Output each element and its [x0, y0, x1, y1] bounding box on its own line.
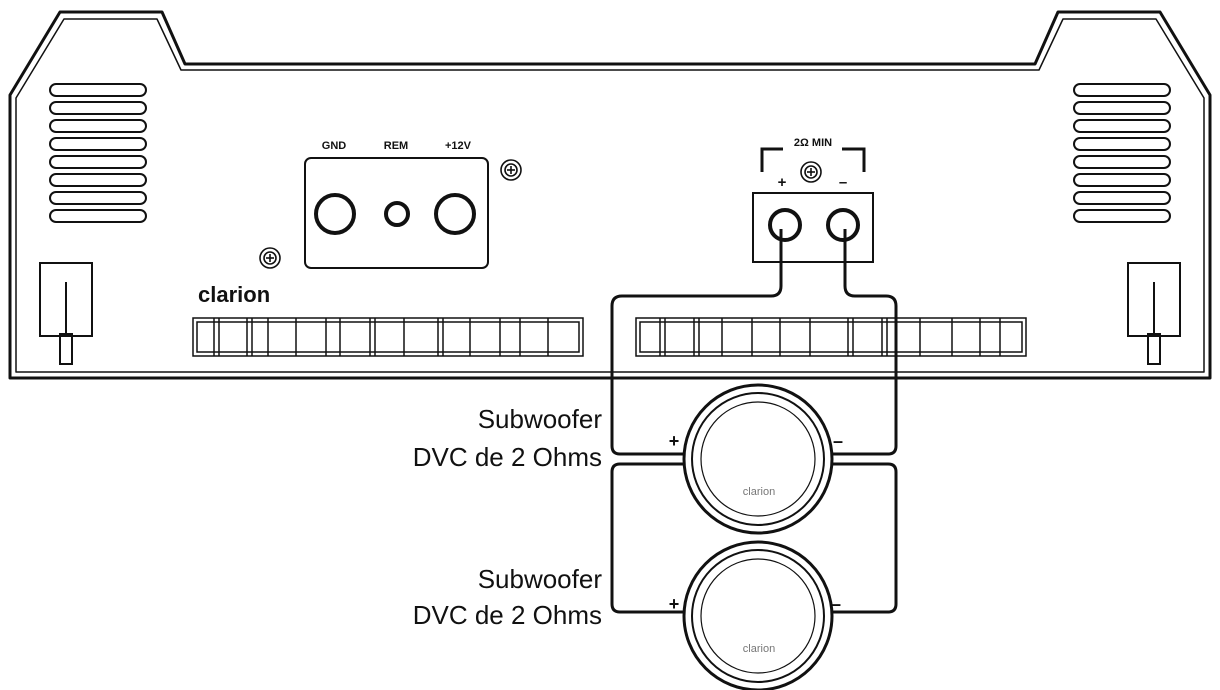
speaker-wiring	[610, 229, 898, 614]
screw-icon	[259, 247, 281, 269]
subwoofer-1-caption: Subwoofer DVC de 2 Ohms	[413, 404, 603, 472]
left-heatsink-strip	[192, 317, 584, 357]
right-heatsink-strip	[635, 317, 1027, 357]
subwoofer-2-plus-label: +	[669, 594, 680, 614]
subwoofer-1-brand: clarion	[743, 486, 775, 498]
left-mounting-foot	[39, 262, 93, 365]
speaker-plus-label: +	[778, 174, 787, 191]
speaker-terminal-block: 2Ω MIN + –	[752, 137, 874, 263]
speaker-minus-terminal[interactable]	[826, 208, 860, 242]
right-mounting-foot	[1127, 262, 1181, 365]
screw-icon	[800, 161, 822, 183]
rem-terminal[interactable]	[384, 201, 410, 227]
min-impedance-label: 2Ω MIN	[794, 137, 832, 149]
speaker-plus-terminal[interactable]	[768, 208, 802, 242]
v12-terminal[interactable]	[434, 193, 476, 235]
amplifier-brand-logo: clarion	[198, 282, 270, 307]
subwoofer-2-brand: clarion	[743, 643, 775, 655]
subwoofer-2: clarion + –	[669, 540, 841, 690]
subwoofer-1: clarion + –	[669, 383, 843, 535]
gnd-label: GND	[322, 140, 347, 152]
rem-label: REM	[384, 140, 408, 152]
subwoofer-1-plus-label: +	[669, 431, 680, 451]
v12-label: +12V	[445, 140, 472, 152]
subwoofer-1-caption-line1: Subwoofer	[478, 404, 603, 434]
power-terminal-block: GND REM +12V	[304, 140, 489, 269]
subwoofer-2-minus-label: –	[831, 594, 841, 614]
subwoofer-1-caption-line2: DVC de 2 Ohms	[413, 442, 602, 472]
speaker-minus-label: –	[839, 174, 847, 191]
subwoofer-2-caption-line2: DVC de 2 Ohms	[413, 600, 602, 630]
screw-icon	[500, 159, 522, 181]
subwoofer-2-caption-line1: Subwoofer	[478, 564, 603, 594]
gnd-terminal[interactable]	[314, 193, 356, 235]
amplifier-chassis	[8, 10, 1212, 380]
subwoofer-2-caption: Subwoofer DVC de 2 Ohms	[413, 564, 603, 630]
left-vent	[49, 83, 147, 223]
subwoofer-1-minus-label: –	[833, 431, 843, 451]
right-vent	[1073, 83, 1171, 223]
